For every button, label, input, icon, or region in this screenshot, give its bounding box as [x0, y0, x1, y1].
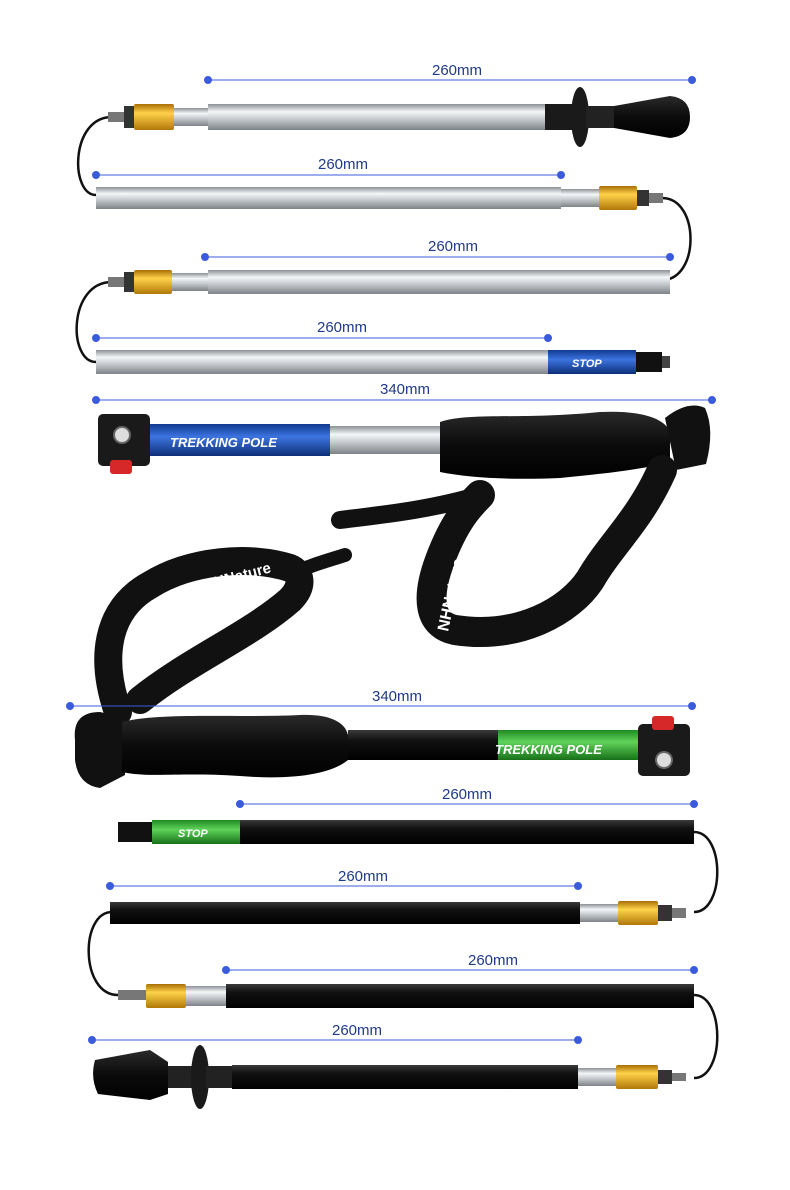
- silver-tip-section: [108, 87, 690, 147]
- black-section-2: [110, 901, 686, 925]
- green-handle-section: NHNature TREKKING POLE: [74, 547, 690, 788]
- shaft-text: TREKKING POLE: [170, 435, 277, 450]
- rubber-tip-icon: [93, 1050, 168, 1100]
- black-section-3: [118, 984, 694, 1008]
- wrist-strap: [416, 455, 677, 647]
- silver-section-3: [108, 270, 670, 294]
- inner-cord: [75, 280, 113, 364]
- flick-lock-icon: [638, 724, 690, 776]
- dimension-label-silver-2: 260mm: [318, 156, 369, 173]
- black-tip-section: [93, 1045, 686, 1109]
- dimension-label-blue-handle: 340mm: [380, 381, 431, 398]
- stop-mark: STOP: [178, 828, 208, 840]
- dimension-label-silver-tip: 260mm: [432, 62, 483, 79]
- dimension-label-black-tip: 260mm: [332, 1022, 383, 1039]
- inner-cord: [87, 910, 119, 997]
- blue-handle-section: TREKKING POLE NHNature: [98, 405, 711, 647]
- dimension-label-black-1: 260mm: [442, 786, 493, 803]
- inner-cord: [693, 993, 719, 1080]
- wrist-strap: [94, 547, 314, 726]
- dimension-label-black-3: 260mm: [468, 952, 519, 969]
- foam-grip: [440, 411, 670, 479]
- dimension-label-green-handle: 340mm: [372, 688, 423, 705]
- shaft-text: TREKKING POLE: [495, 742, 602, 757]
- grip-cap: [665, 405, 711, 470]
- dimension-label-silver-4: 260mm: [317, 319, 368, 336]
- dimension-label-black-2: 260mm: [338, 868, 389, 885]
- dimension-label-silver-3: 260mm: [428, 238, 479, 255]
- silver-section-4: STOP: [96, 350, 670, 374]
- silver-section-2: [96, 186, 663, 210]
- trekking-basket: [191, 1045, 209, 1109]
- stop-mark: STOP: [572, 358, 602, 370]
- dimension-lines: [66, 76, 716, 1044]
- inner-cord: [693, 830, 719, 914]
- rubber-tip-icon: [614, 96, 690, 138]
- inner-cord: [661, 196, 692, 282]
- foam-grip: [122, 714, 348, 778]
- trekking-basket: [571, 87, 589, 147]
- black-section-1: STOP: [118, 820, 694, 844]
- grip-cap: [74, 712, 125, 788]
- inner-cord: [76, 115, 113, 197]
